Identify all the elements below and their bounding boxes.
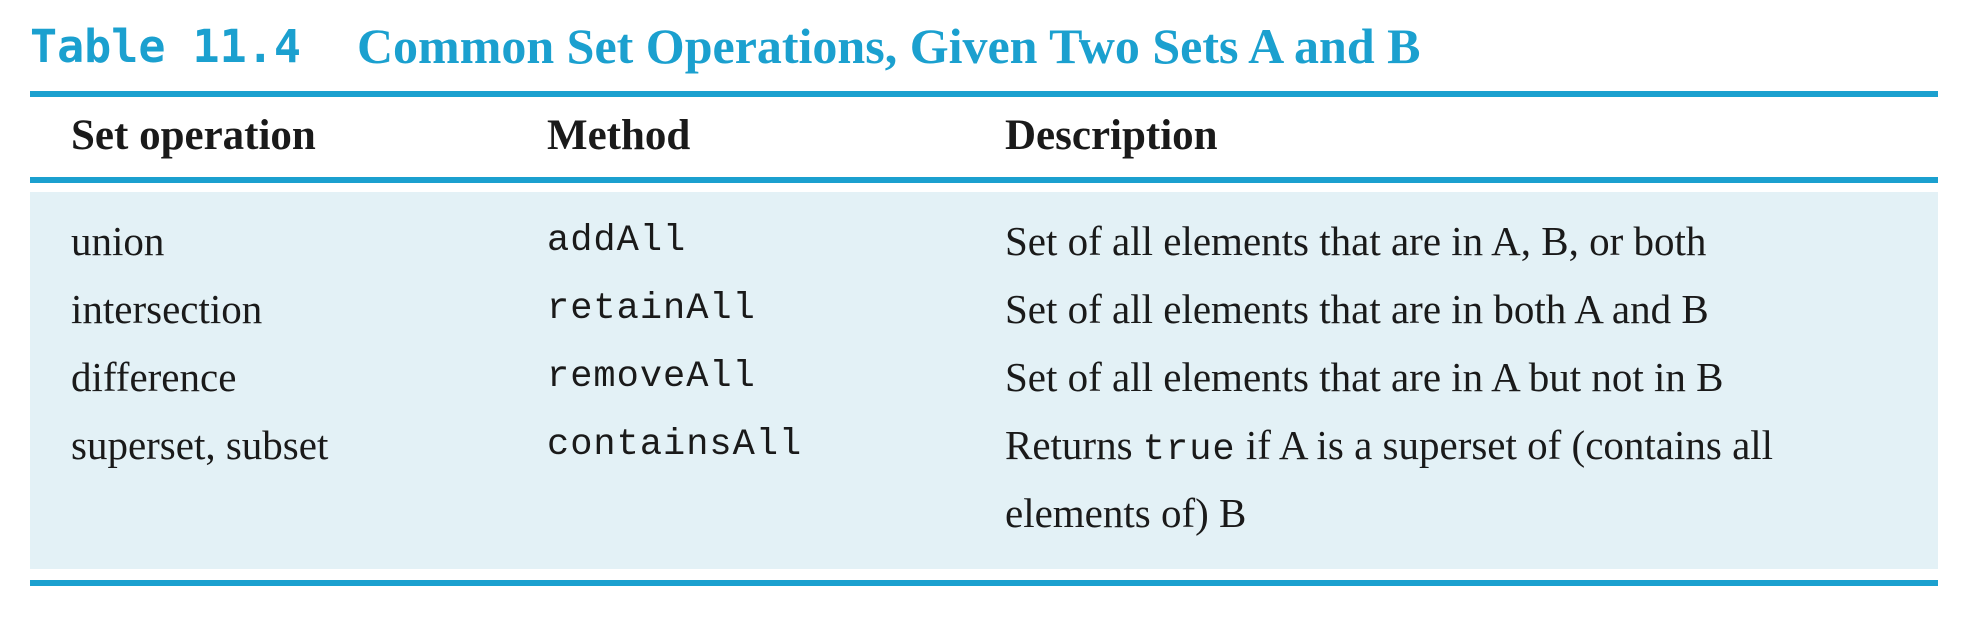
table-body: union addAll Set of all elements that ar…	[30, 192, 1938, 569]
table-row: superset, subset containsAll Returns tru…	[30, 411, 1938, 479]
operation-cell: difference	[71, 354, 237, 400]
operation-cell: intersection	[71, 286, 263, 332]
description-cell: elements of) B	[1005, 490, 1247, 536]
operation-cell: union	[71, 218, 165, 264]
method-cell: retainAll	[547, 288, 756, 330]
table-header-row: Set operation Method Description	[30, 97, 1938, 177]
table-row: intersection retainAll Set of all elemen…	[30, 275, 1938, 343]
table-caption: Common Set Operations, Given Two Sets A …	[356, 18, 1421, 74]
top-rule	[30, 91, 1938, 97]
header-set-operation: Set operation	[71, 112, 316, 159]
table-number: Table 11.4	[30, 19, 301, 73]
operation-cell: superset, subset	[71, 422, 329, 468]
method-cell: containsAll	[547, 424, 803, 466]
description-code: true	[1142, 429, 1236, 471]
header-method: Method	[547, 112, 691, 159]
table-row-continuation: elements of) B	[30, 479, 1938, 547]
header-rule	[30, 177, 1938, 183]
table-title: Table 11.4 Common Set Operations, Given …	[30, 14, 1421, 78]
method-cell: addAll	[547, 220, 687, 262]
description-cell: Set of all elements that are in both A a…	[1005, 286, 1709, 332]
bottom-rule	[30, 580, 1938, 586]
table-row: union addAll Set of all elements that ar…	[30, 207, 1938, 275]
table-row: difference removeAll Set of all elements…	[30, 343, 1938, 411]
method-cell: removeAll	[547, 356, 756, 398]
description-cell: Returns true if A is a superset of (cont…	[1005, 411, 1773, 484]
description-cell: Set of all elements that are in A but no…	[1005, 354, 1724, 400]
description-text: Returns	[1005, 422, 1143, 468]
description-text: if A is a superset of (contains all	[1235, 422, 1774, 468]
description-cell: Set of all elements that are in A, B, or…	[1005, 218, 1707, 264]
header-description: Description	[1005, 112, 1218, 159]
